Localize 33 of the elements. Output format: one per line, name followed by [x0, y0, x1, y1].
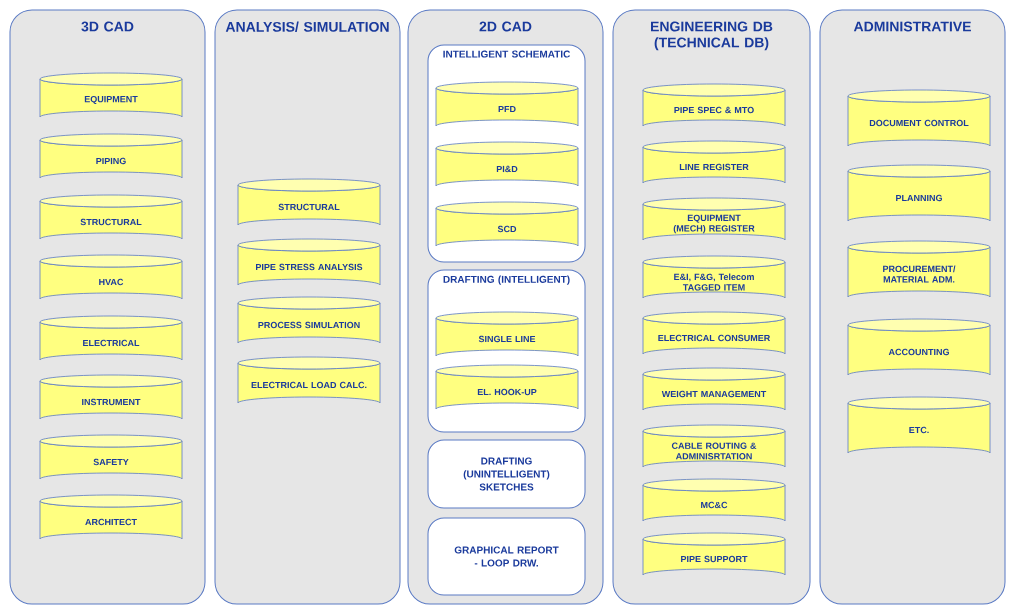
database-cylinder: EL. HOOK-UP: [435, 364, 579, 410]
database-cylinder: WEIGHT MANAGEMENT: [642, 367, 786, 411]
database-cylinder: PI&D: [435, 141, 579, 187]
database-cylinder: MC&C: [642, 478, 786, 522]
database-cylinder: DOCUMENT CONTROL: [847, 89, 991, 147]
database-cylinder: ELECTRICAL LOAD CALC.: [237, 356, 381, 404]
group-box: DRAFTING (UNINTELLIGENT) SKETCHES: [427, 439, 586, 509]
database-cylinder: PIPE SUPPORT: [642, 532, 786, 576]
group-box: GRAPHICAL REPORT - LOOP DRW.: [427, 517, 586, 596]
database-cylinder: STRUCTURAL: [39, 194, 183, 240]
database-cylinder: PROCUREMENT/ MATERIAL ADM.: [847, 240, 991, 298]
database-cylinder: INSTRUMENT: [39, 374, 183, 420]
database-cylinder: EQUIPMENT (MECH) REGISTER: [642, 197, 786, 241]
database-cylinder: PIPING: [39, 133, 183, 179]
database-cylinder: ACCOUNTING: [847, 318, 991, 376]
database-cylinder: HVAC: [39, 254, 183, 300]
database-cylinder: SINGLE LINE: [435, 311, 579, 357]
database-cylinder: ETC.: [847, 396, 991, 454]
database-cylinder: PIPE STRESS ANALYSIS: [237, 238, 381, 286]
database-cylinder: ELECTRICAL: [39, 315, 183, 361]
database-cylinder: LINE REGISTER: [642, 140, 786, 184]
database-cylinder: SAFETY: [39, 434, 183, 480]
database-cylinder: ARCHITECT: [39, 494, 183, 540]
database-cylinder: ELECTRICAL CONSUMER: [642, 311, 786, 355]
database-cylinder: PROCESS SIMULATION: [237, 296, 381, 344]
database-cylinder: CABLE ROUTING & ADMINISRTATION: [642, 424, 786, 468]
database-cylinder: STRUCTURAL: [237, 178, 381, 226]
database-cylinder: SCD: [435, 201, 579, 247]
database-cylinder: PIPE SPEC & MTO: [642, 83, 786, 127]
database-cylinder: E&I, F&G, Telecom TAGGED ITEM: [642, 255, 786, 299]
database-cylinder: PFD: [435, 81, 579, 127]
database-cylinder: EQUIPMENT: [39, 72, 183, 118]
database-cylinder: PLANNING: [847, 164, 991, 222]
